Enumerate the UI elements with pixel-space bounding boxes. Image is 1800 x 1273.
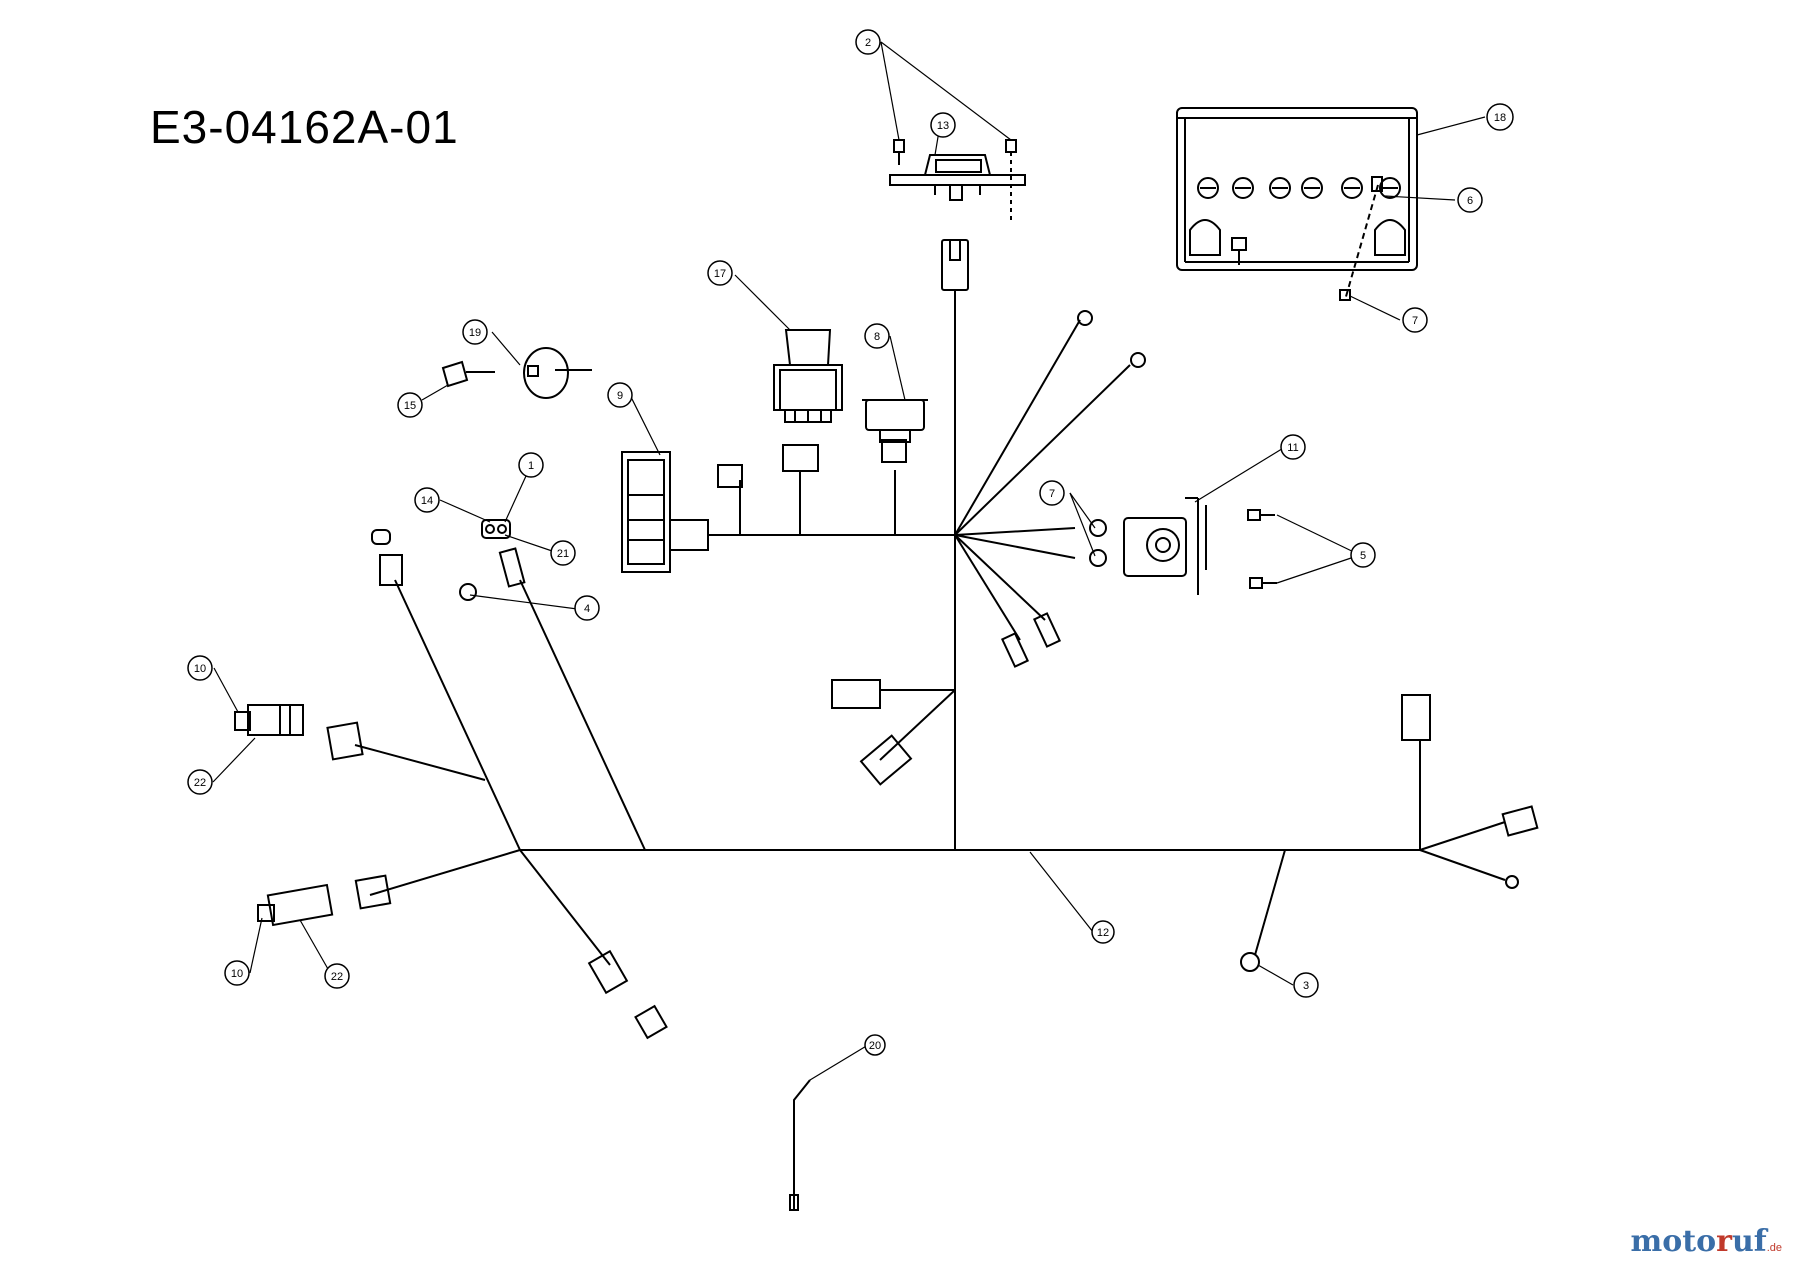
callout-13: 13	[930, 112, 956, 138]
callout-19: 19	[462, 319, 488, 345]
callout-14: 14	[414, 487, 440, 513]
callout-10-upper: 10	[187, 655, 213, 681]
svg-text:14: 14	[421, 495, 433, 507]
callout-4: 4	[574, 595, 600, 621]
callout-7-solenoid: 7	[1039, 480, 1065, 506]
svg-text:8: 8	[874, 331, 880, 343]
svg-text:22: 22	[194, 777, 206, 789]
callout-22-lower: 22	[324, 963, 350, 989]
svg-text:21: 21	[557, 548, 569, 560]
svg-text:20: 20	[869, 1040, 881, 1052]
svg-text:15: 15	[404, 400, 416, 412]
svg-text:11: 11	[1287, 442, 1298, 454]
relay	[481, 519, 511, 539]
svg-text:12: 12	[1097, 927, 1109, 939]
diagram-id: E3-04162A-01	[150, 101, 459, 153]
callout-21: 21	[550, 540, 576, 566]
main-harness	[354, 290, 1506, 966]
hour-meter	[862, 399, 928, 443]
svg-text:6: 6	[1467, 195, 1473, 207]
svg-text:18: 18	[1494, 112, 1506, 124]
callout-22-upper: 22	[187, 769, 213, 795]
svg-text:1: 1	[528, 460, 534, 472]
connectors	[326, 239, 1539, 1211]
safety-switch-upper	[234, 704, 304, 736]
watermark-logo: motoruf.de	[1630, 1224, 1782, 1259]
callout-20: 20	[864, 1034, 886, 1056]
svg-text:22: 22	[331, 971, 343, 983]
svg-text:7: 7	[1412, 315, 1418, 327]
callout-15: 15	[397, 392, 423, 418]
ignition-switch	[621, 451, 742, 573]
callout-5: 5	[1350, 542, 1376, 568]
pto-switch	[773, 329, 843, 423]
callout-9: 9	[607, 382, 633, 408]
callout-11: 11	[1280, 434, 1306, 460]
callout-1: 1	[518, 452, 544, 478]
leader-lines	[212, 41, 1486, 1081]
safety-switch-lower	[257, 883, 334, 927]
svg-text:4: 4	[584, 603, 590, 615]
callout-7-battery: 7	[1402, 307, 1428, 333]
callout-18: 18	[1486, 103, 1514, 131]
mounting-bracket	[889, 139, 1026, 220]
callout-12: 12	[1091, 920, 1115, 944]
callout-8: 8	[864, 323, 890, 349]
svg-text:5: 5	[1360, 550, 1366, 562]
svg-text:19: 19	[469, 327, 481, 339]
callout-3: 3	[1293, 972, 1319, 998]
svg-text:3: 3	[1303, 980, 1309, 992]
callout-10-lower: 10	[224, 960, 250, 986]
svg-text:17: 17	[714, 268, 726, 280]
callout-17: 17	[707, 260, 733, 286]
svg-text:10: 10	[231, 968, 243, 980]
svg-text:7: 7	[1049, 488, 1055, 500]
svg-text:13: 13	[937, 120, 949, 132]
callouts: 2 13 18 6 7 17 8 9 19 15 1 14 21 4 7 11 …	[187, 29, 1514, 1056]
svg-text:10: 10	[194, 663, 206, 675]
starter-solenoid	[1123, 497, 1207, 595]
key-assembly	[441, 347, 592, 399]
screws	[1247, 509, 1277, 589]
callout-6: 6	[1457, 187, 1483, 213]
svg-text:9: 9	[617, 390, 623, 402]
callout-2: 2	[855, 29, 881, 55]
battery	[1176, 107, 1418, 301]
svg-text:2: 2	[865, 37, 871, 49]
